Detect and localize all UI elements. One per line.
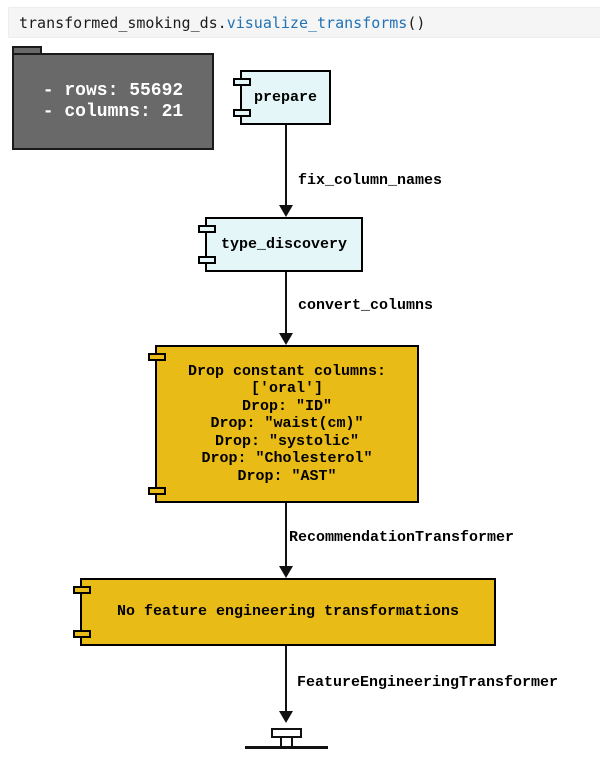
code-object: transformed_smoking_ds. [19, 13, 227, 32]
arrowhead-down-icon [279, 205, 293, 217]
code-method: visualize_transforms [226, 13, 408, 32]
node-prepare-label: prepare [253, 88, 317, 106]
node-feature-engineering-label: No feature engineering transformations [116, 603, 460, 621]
edge-line [285, 503, 287, 567]
node-prepare: prepare [233, 70, 331, 125]
component-tab-icon [73, 630, 91, 638]
edge-line [285, 125, 287, 206]
component-tab-icon [148, 487, 166, 495]
terminal-tab-stem-icon [280, 736, 293, 748]
component-tab-icon [233, 109, 251, 117]
arrowhead-down-icon [279, 711, 293, 723]
node-type-discovery: type_discovery [198, 217, 363, 272]
edge-label-feature-engineering-transformer: FeatureEngineeringTransformer [297, 674, 559, 691]
component-tab-icon [198, 225, 216, 233]
arrowhead-down-icon [279, 566, 293, 578]
component-tab-icon [148, 353, 166, 361]
node-feature-engineering: No feature engineering transformations [73, 578, 496, 646]
component-tab-icon [198, 256, 216, 264]
arrowhead-down-icon [279, 333, 293, 345]
component-tab-icon [73, 586, 91, 594]
code-parens: () [407, 13, 426, 32]
dataset-info-note: - rows: 55692 - columns: 21 [12, 53, 214, 150]
edge-line [285, 646, 287, 712]
edge-label-recommendation-transformer: RecommendationTransformer [289, 529, 515, 546]
terminal-tab-icon [271, 728, 302, 738]
node-drop-columns: Drop constant columns: ['oral'] Drop: "I… [148, 345, 419, 503]
edge-line [285, 272, 287, 334]
node-drop-columns-label: Drop constant columns: ['oral'] Drop: "I… [187, 362, 387, 485]
edge-label-convert-columns: convert_columns [298, 297, 434, 314]
node-type-discovery-label: type_discovery [220, 235, 348, 253]
component-tab-icon [233, 78, 251, 86]
edge-label-fix-column-names: fix_column_names [298, 172, 443, 189]
code-cell-input[interactable]: transformed_smoking_ds.visualize_transfo… [8, 7, 600, 38]
